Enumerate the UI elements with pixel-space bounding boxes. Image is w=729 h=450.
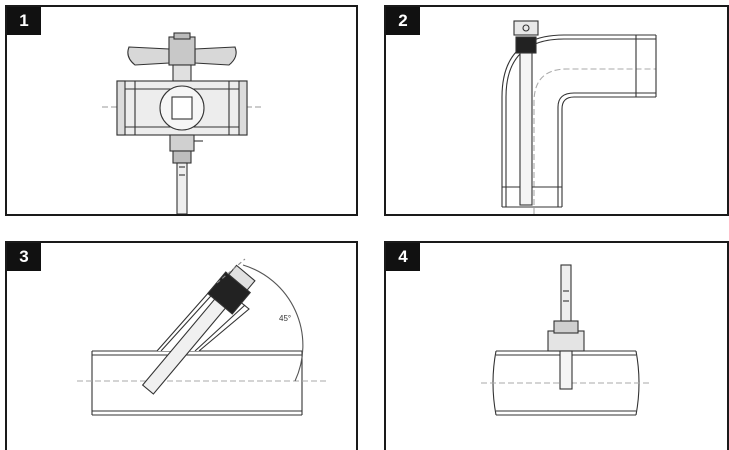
vertical-probe-drawing <box>481 264 651 416</box>
panel-number-badge: 2 <box>386 7 420 35</box>
elbow-pipe-drawing <box>501 20 657 214</box>
panel-2: 2 <box>384 5 729 216</box>
panel-1: 1 <box>5 5 358 216</box>
ball-valve-drawing <box>102 32 262 214</box>
panel-4: 4 <box>384 241 729 450</box>
panel-number-badge: 4 <box>386 243 420 271</box>
panel-3: 3 45° <box>5 241 358 450</box>
angle-label: 45° <box>279 314 291 323</box>
panel-number-badge: 3 <box>7 243 41 271</box>
panel-number-badge: 1 <box>7 7 41 35</box>
angled-probe-drawing: 45° <box>77 258 327 416</box>
